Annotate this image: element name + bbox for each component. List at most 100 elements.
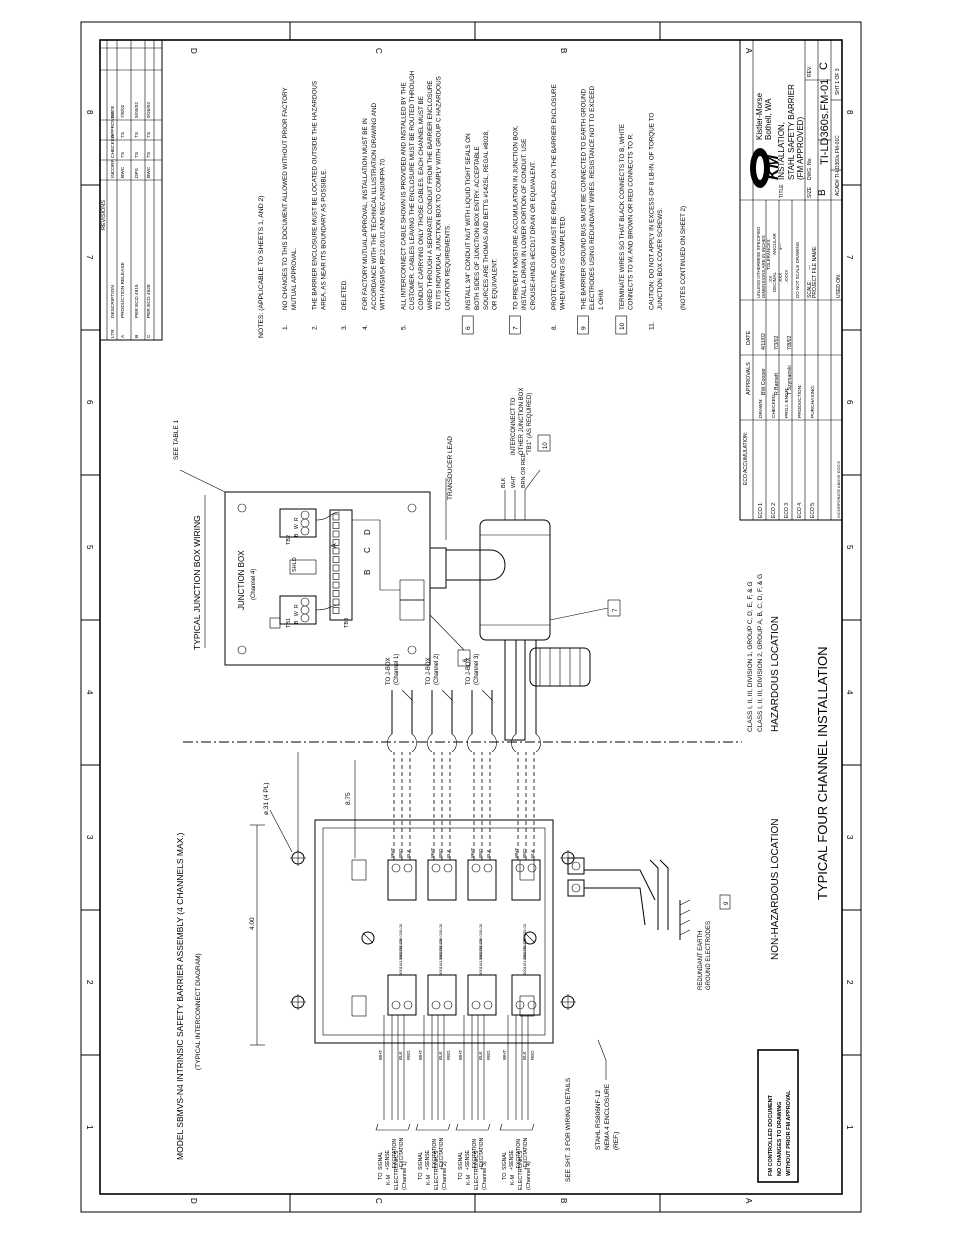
- nema-enclosure: [314, 819, 554, 1044]
- enclosure-label-1: STAHL RS806NF-12: [595, 1090, 602, 1150]
- approval-date-0: 4/11/02: [761, 333, 767, 350]
- barrier-assembly: MODEL SBMVS-N4 INTRINSIC SAFETY BARRIER …: [175, 640, 742, 1190]
- interconnect-2: OTHER JUNCTION BOX: [519, 388, 525, 455]
- tol-decimal: DECIMAL: [772, 271, 777, 292]
- note-4-line-0: ALL INTERCONNECT CABLE SHOWN IS PROVIDED…: [400, 82, 407, 310]
- note-9-line-0: TERMINATE WIRES SO THAT BLACK CONNECTS T…: [619, 124, 626, 310]
- out-blk-4: BLK: [522, 1051, 527, 1060]
- zone-bottom-2: C: [374, 1198, 383, 1204]
- letter-d: D: [363, 529, 372, 535]
- note-6-line-1: INSTALL A DRAIN IN LOWER PORTION OF COND…: [521, 139, 528, 310]
- eco-row-1: ECO 2:: [771, 502, 777, 518]
- rev-cell-2-0: C: [146, 334, 152, 338]
- to-km-1: TO: [378, 1172, 384, 1180]
- signal-3-1: +SENSE: [465, 1149, 471, 1170]
- tb1-label: TB1: [286, 618, 292, 628]
- note-3-line-2: WITH ANSI/ISA RP12.06.01 AND NEC ANSI/NF…: [380, 157, 387, 310]
- note-num-2: 3.: [341, 324, 348, 330]
- rev-cell-0-5: 7/8/02: [120, 104, 126, 118]
- tb1-letter-0: B: [294, 620, 300, 624]
- note-7-line-0: PROTECTIVE COVER MUST BE REPLACED ON THE…: [551, 84, 558, 310]
- rev-header-4: APPROVED: [110, 111, 116, 138]
- note-num-0: 1.: [282, 324, 289, 330]
- dim-width: 4.00: [249, 917, 256, 930]
- note-4-line-2: CONDUIT CARRYING ONLY THOSE CABLES. EACH…: [418, 96, 425, 310]
- signal-3-0: SIGNAL: [458, 1151, 464, 1170]
- eco-row-4: ECO 5:: [810, 502, 816, 518]
- shld-label: SHLD: [292, 557, 298, 572]
- to-jbox-ch-2: (Channel 2): [434, 654, 440, 685]
- ground-bus: [567, 879, 585, 897]
- earth-ground-icon: [679, 899, 691, 940]
- tag-7-jbox: [607, 599, 621, 617]
- signal-4-3: +EXCITATION: [523, 1137, 529, 1170]
- acad-number: ACAD# TI-LD360s.FM-01C: [835, 135, 841, 196]
- signal-2-2: -EXCITATION: [432, 1139, 438, 1170]
- note-0-line-0: NO CHANGES TO THIS DOCUMENT ALLOWED WITH…: [282, 86, 289, 310]
- num-right-1: 1: [845, 1125, 854, 1130]
- note-9-line-1: CONNECTS TO W, AND BROWN OR RED CONNECTS…: [628, 133, 635, 310]
- eco-row-0: ECO 1:: [758, 502, 764, 518]
- cable-channel-4: [511, 640, 541, 753]
- rev-cell-0-3: TS: [120, 152, 126, 158]
- num-right-6: 6: [845, 400, 854, 405]
- zone-top-2: C: [374, 48, 383, 54]
- approval-role-4: PURCHASING:: [810, 385, 816, 418]
- notes-block: NOTES: (APPLICABLE TO SHEETS 1, AND 2)1.…: [258, 70, 687, 338]
- rev-cell-2-4: TS: [146, 132, 152, 138]
- zone-bottom-1: D: [189, 1198, 198, 1204]
- tb2-letter-1: W: [294, 524, 300, 529]
- tol-xxxx: .XXXX: [784, 270, 789, 283]
- jbox-label: JUNCTION BOX: [237, 550, 246, 610]
- note-7-line-1: WHEN WIRING IS COMPLETED.: [560, 215, 567, 310]
- hazardous-label: HAZARDOUS LOCATION: [770, 616, 781, 732]
- wire-blk-2: BLK: [446, 849, 451, 858]
- out-red-3: RED: [486, 1050, 491, 1060]
- mounting-holes: [290, 850, 576, 1010]
- approval-role-2: PROJ. ENGR:: [784, 387, 790, 418]
- approvals-header: APPROVALS: [746, 362, 752, 395]
- rev-cell-2-1: PER ECO 4928: [146, 284, 152, 318]
- num-right-3: 3: [845, 835, 854, 840]
- num-right-8: 8: [845, 110, 854, 115]
- class-1: CLASS I, II, III, DIVISION 1, GROUP C, D…: [747, 582, 754, 733]
- out-wht-4: WHT: [502, 1050, 507, 1060]
- signal-1-0: SIGNAL: [378, 1151, 384, 1170]
- earth-label-2: GROUND ELECTRODES: [706, 921, 712, 990]
- signal-4-1: +SENSE: [509, 1149, 515, 1170]
- zone-bottom-4: A: [744, 1198, 753, 1204]
- num-left-3: 3: [85, 835, 94, 840]
- rev-cell-1-5: 9/03/02: [134, 102, 140, 118]
- sheet-number: SHT 1 OF 3: [835, 68, 841, 95]
- num-left-8: 8: [85, 110, 94, 115]
- no-scale: DO NOT SCALE DRAWING: [795, 241, 800, 298]
- tol-1: UNLESS OTHERWISE SPECIFIED: [756, 226, 761, 298]
- main-title: TYPICAL FOUR CHANNEL INSTALLATION: [815, 646, 830, 900]
- tol-2: DIMENSIONS ARE IN INCHES: [761, 235, 766, 298]
- note-6-line-0: TO PREVENT MOISTURE ACCUMULATION IN JUNC…: [512, 125, 519, 310]
- see-sheet-3: SEE SHT. 3 FOR WIRING DETAILS: [565, 1077, 572, 1182]
- num-left-1: 1: [85, 1125, 94, 1130]
- note-4-line-3: WIRED THROUGH A SEPARATE CONDUIT FROM TH…: [427, 80, 434, 310]
- module-a-2: 9002/11-199-030-00: [438, 923, 443, 960]
- num-right-4: 4: [845, 690, 854, 695]
- size-value: B: [817, 189, 828, 196]
- note-4-line-5: LOCATION REQUIREMENTS.: [444, 224, 451, 310]
- dwg-label: DWG. No.: [807, 157, 813, 180]
- class-2: CLASS I, II, III, DIVISION 2, GROUP A, B…: [757, 574, 764, 732]
- letter-b: B: [363, 570, 372, 575]
- notes-footer: (NOTES CONTINUED ON SHEET 2): [680, 206, 687, 310]
- tb3-strip: [329, 509, 353, 621]
- fm-stamp-1: FM CONTROLLED DOCUMENT: [768, 1094, 774, 1176]
- date-header: DATE: [746, 330, 752, 345]
- out-red-2: RED: [446, 1050, 451, 1060]
- note-3-line-1: ACCORDANCE WITH THE TECHNICAL ILLUSTRATI…: [371, 103, 378, 310]
- zone-letters: D C B A D C B A 8 7 6 5 4 3 2 1 8 7 6 5 …: [85, 48, 854, 1204]
- see-table-1: SEE TABLE 1: [173, 419, 180, 460]
- module-a-4: 9002/11-199-030-00: [522, 923, 527, 960]
- title-label: TITLE: [779, 184, 785, 198]
- module-b-3: 9001/01-280-280-10: [478, 938, 483, 975]
- wire-red-1: RED: [398, 848, 403, 858]
- cable-channel-2: TO J-BOX(Channel 2): [426, 654, 457, 753]
